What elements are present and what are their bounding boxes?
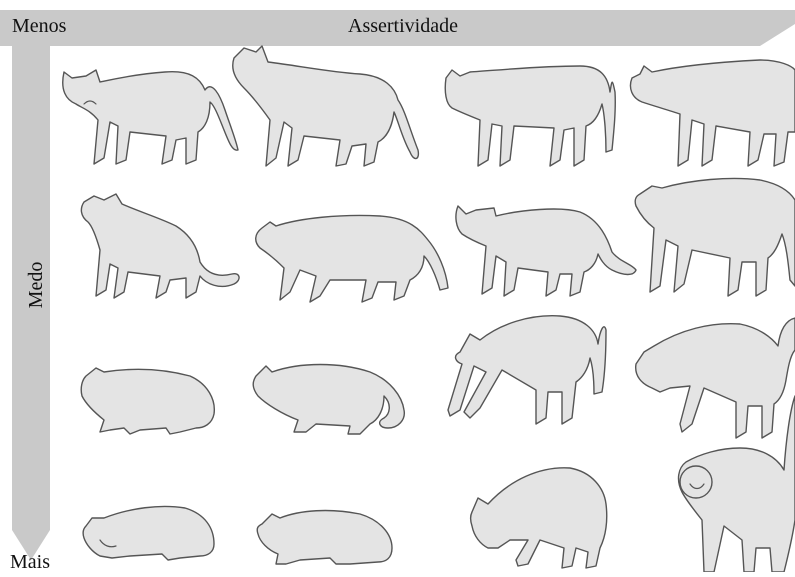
cat-r3-c1 xyxy=(81,368,214,434)
cat-r1-c1 xyxy=(63,70,238,164)
cat-r3-c4 xyxy=(636,318,795,438)
cat-r1-c3 xyxy=(445,66,615,166)
cat-r2-c3 xyxy=(456,206,636,296)
less-label: Menos xyxy=(12,16,66,36)
assertiveness-axis-label: Assertividade xyxy=(348,16,458,36)
cat-r4-c2 xyxy=(257,511,392,564)
cat-r2-c4 xyxy=(635,178,795,296)
cat-r1-c4 xyxy=(630,60,795,166)
cat-r2-c1 xyxy=(81,194,239,298)
cat-r2-c2 xyxy=(256,215,448,302)
cat-r3-c2 xyxy=(253,365,404,435)
cat-r1-c2 xyxy=(233,46,419,166)
more-label: Mais xyxy=(10,552,50,572)
cat-r4-c3 xyxy=(471,468,607,568)
fear-axis-label: Medo xyxy=(26,262,46,309)
cat-r3-c3 xyxy=(448,316,606,424)
cat-r4-c1 xyxy=(83,506,214,560)
